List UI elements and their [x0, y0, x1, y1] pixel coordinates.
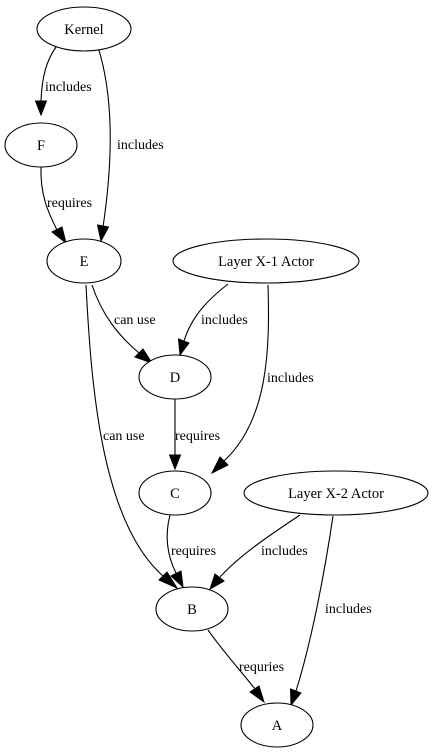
- node-f: F: [4, 122, 78, 168]
- edge-d-c: requires: [168, 399, 220, 471]
- edge-label-x2-b: includes: [261, 544, 308, 559]
- node-a: A: [240, 702, 314, 748]
- edge-e-b: can use: [85, 284, 179, 590]
- edge-x2-a: includes: [289, 515, 372, 707]
- node-label-a: A: [272, 718, 283, 734]
- edge-label-kernel-f: includes: [45, 80, 92, 95]
- edge-label-e-b: can use: [103, 429, 145, 444]
- node-label-layer-x1-actor: Layer X-1 Actor: [218, 254, 314, 270]
- node-label-layer-x2-actor: Layer X-2 Actor: [288, 486, 384, 502]
- node-layer-x1-actor: Layer X-1 Actor: [172, 238, 360, 284]
- edge-kernel-e: includes: [96, 46, 164, 243]
- edge-x1-d: includes: [177, 283, 248, 357]
- node-label-d: D: [170, 370, 180, 386]
- edge-label-c-b: requires: [171, 544, 216, 559]
- node-label-f: F: [37, 138, 45, 154]
- node-label-e: E: [80, 254, 89, 270]
- edge-label-d-c: requires: [175, 429, 220, 444]
- node-d: D: [138, 354, 212, 400]
- edge-label-e-d: can use: [114, 313, 156, 328]
- edge-label-x1-c: includes: [267, 371, 314, 386]
- node-layer-x2-actor: Layer X-2 Actor: [243, 470, 429, 516]
- node-label-c: C: [170, 486, 180, 502]
- node-b: B: [155, 586, 229, 632]
- edge-e-d: can use: [91, 284, 156, 364]
- edge-label-x1-d: includes: [201, 313, 248, 328]
- node-kernel: Kernel: [36, 6, 132, 52]
- node-label-b: B: [187, 602, 197, 618]
- node-c: C: [138, 470, 212, 516]
- edge-label-b-a: requries: [239, 660, 284, 675]
- edge-label-f-e: requires: [47, 196, 92, 211]
- edge-c-b: requires: [166, 514, 216, 589]
- edge-f-e: requires: [40, 165, 92, 245]
- edge-label-kernel-e: includes: [117, 138, 164, 153]
- edge-b-a: requries: [207, 629, 284, 704]
- edge-label-x2-a: includes: [325, 602, 372, 617]
- node-label-kernel: Kernel: [64, 22, 103, 38]
- edge-kernel-f: includes: [34, 46, 92, 117]
- edge-x1-c: includes: [210, 284, 314, 475]
- node-e: E: [46, 238, 122, 284]
- edge-x2-b: includes: [209, 514, 308, 591]
